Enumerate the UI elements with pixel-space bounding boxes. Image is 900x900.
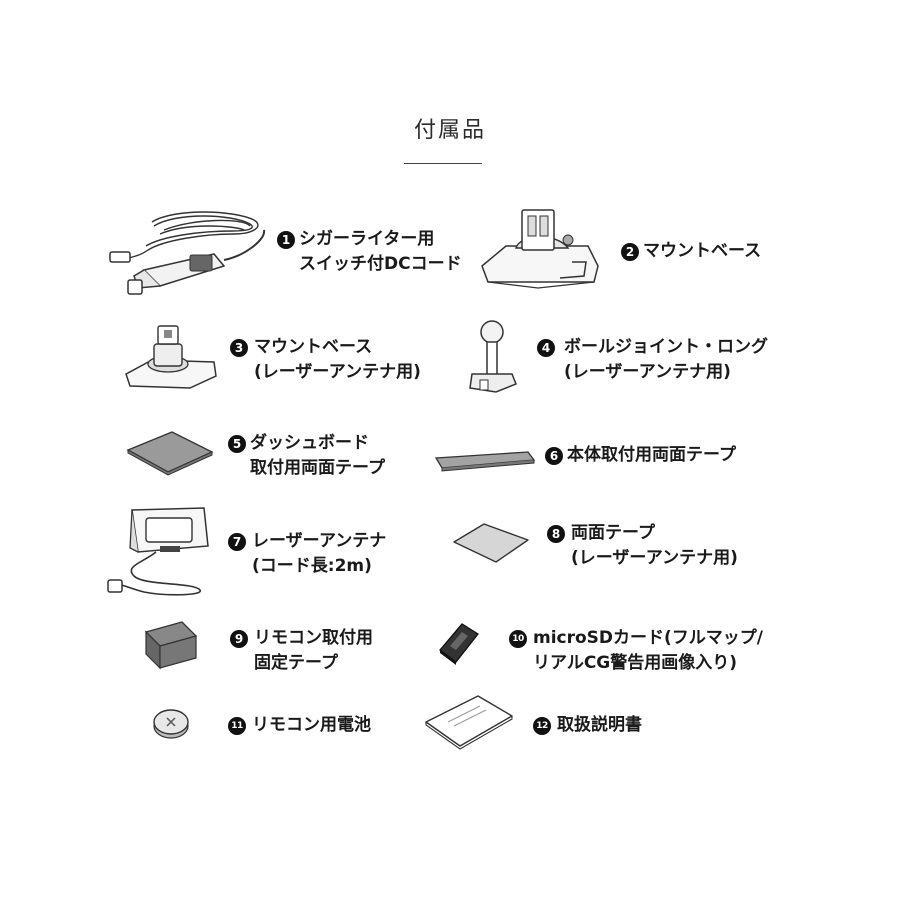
remote-tape-icon [142, 618, 200, 670]
page-title: 付属品 [413, 118, 486, 143]
dc-cord-icon [104, 200, 270, 304]
ball-joint-icon [466, 318, 522, 396]
item-label: microSDカード(フルマップ/ リアルCG警告用画像入り) [533, 628, 764, 673]
item-label: ボールジョイント・ロング (レーザーアンテナ用) [564, 337, 768, 382]
antenna-mount-base-icon [122, 322, 220, 392]
item-number-badge: 1 [277, 231, 295, 249]
item-number-badge: 10 [509, 630, 527, 648]
item-number-badge: 5 [228, 435, 246, 453]
item-number-badge: 12 [533, 717, 551, 735]
item-label: 取扱説明書 [557, 715, 642, 735]
title-underline [404, 163, 482, 164]
item-number-badge: 6 [545, 447, 563, 465]
item-label: シガーライター用 スイッチ付DCコード [299, 229, 462, 274]
item-number-badge: 8 [547, 525, 565, 543]
item-number-badge: 3 [230, 339, 248, 357]
dashboard-tape-icon [124, 428, 216, 476]
double-sided-tape-icon [450, 520, 532, 566]
item-label: リモコン用電池 [252, 715, 371, 735]
mount-base-icon [476, 206, 602, 292]
item-label: ダッシュボード 取付用両面テープ [250, 433, 385, 478]
microsd-card-icon [436, 620, 482, 666]
manual-icon [422, 692, 516, 750]
item-label: リモコン取付用 固定テープ [254, 628, 373, 673]
item-number-badge: 2 [621, 243, 639, 261]
item-label: マウントベース (レーザーアンテナ用) [254, 337, 421, 382]
coin-battery-icon [152, 706, 190, 742]
item-number-badge: 7 [228, 533, 246, 551]
body-tape-icon [434, 446, 536, 474]
item-label: 本体取付用両面テープ [567, 445, 736, 465]
item-label: マウントベース [643, 241, 762, 261]
item-label: 両面テープ (レーザーアンテナ用) [571, 523, 738, 568]
item-number-badge: 11 [228, 717, 246, 735]
item-label: レーザーアンテナ (コード長:2m) [252, 531, 387, 576]
item-number-badge: 9 [230, 630, 248, 648]
laser-antenna-icon [104, 502, 214, 602]
item-number-badge: 4 [537, 339, 555, 357]
